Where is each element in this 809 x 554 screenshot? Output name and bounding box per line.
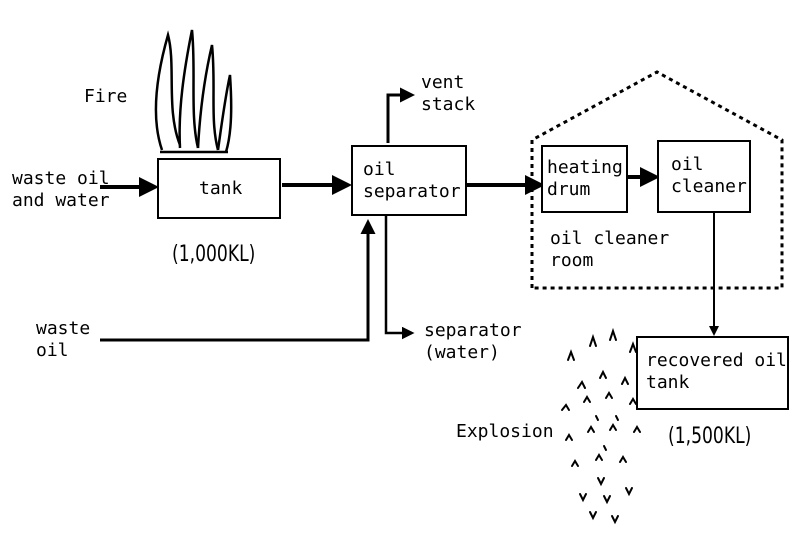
arrow-vent-stack bbox=[386, 87, 415, 143]
oil-cleaner-room-label-line1: oil cleaner bbox=[550, 228, 670, 249]
recovered-oil-tank-label-line2: tank bbox=[646, 372, 690, 393]
vent-stack-label-line1: vent bbox=[421, 72, 465, 93]
tank-capacity: (1,000KL) bbox=[172, 242, 256, 267]
oil-separator-label-line1: oil bbox=[363, 159, 396, 180]
tank-box: tank bbox=[157, 158, 281, 219]
recovered-oil-tank-capacity: (1,500KL) bbox=[668, 424, 752, 449]
separator-water-label-line2: (water) bbox=[424, 342, 500, 363]
heating-drum-box: heating drum bbox=[541, 145, 628, 213]
explosion-label: Explosion bbox=[456, 421, 554, 442]
waste-oil-and-water-label-line1: waste oil bbox=[12, 168, 110, 189]
oil-cleaner-room-label-line2: room bbox=[550, 250, 594, 271]
waste-oil-label-line2: oil bbox=[36, 340, 69, 361]
oil-cleaner-label-line1: oil bbox=[671, 154, 704, 175]
oil-cleaner-room-outline bbox=[530, 70, 784, 290]
separator-water-label-line1: separator bbox=[424, 320, 522, 341]
recovered-oil-tank-box: recovered oil tank bbox=[636, 336, 789, 410]
arrow-separator-water bbox=[384, 216, 415, 340]
tank-box-label: tank bbox=[199, 178, 243, 199]
oil-cleaner-box: oil cleaner bbox=[657, 140, 751, 213]
heating-drum-label-line1: heating bbox=[547, 157, 623, 178]
explosion-icon bbox=[561, 327, 641, 525]
waste-oil-and-water-label-line2: and water bbox=[12, 190, 110, 211]
waste-oil-label-line1: waste bbox=[36, 318, 91, 339]
oil-cleaner-label-line2: cleaner bbox=[671, 176, 747, 197]
arrow-waste-oil-to-separator bbox=[100, 219, 376, 342]
oil-separator-box: oil separator bbox=[351, 145, 467, 216]
oil-separator-label-line2: separator bbox=[363, 181, 461, 202]
fire-label: Fire bbox=[84, 86, 128, 107]
fire-icon bbox=[154, 29, 233, 154]
vent-stack-label-line2: stack bbox=[421, 94, 476, 115]
heating-drum-label-line2: drum bbox=[547, 179, 591, 200]
recovered-oil-tank-label-line1: recovered oil bbox=[646, 350, 787, 371]
